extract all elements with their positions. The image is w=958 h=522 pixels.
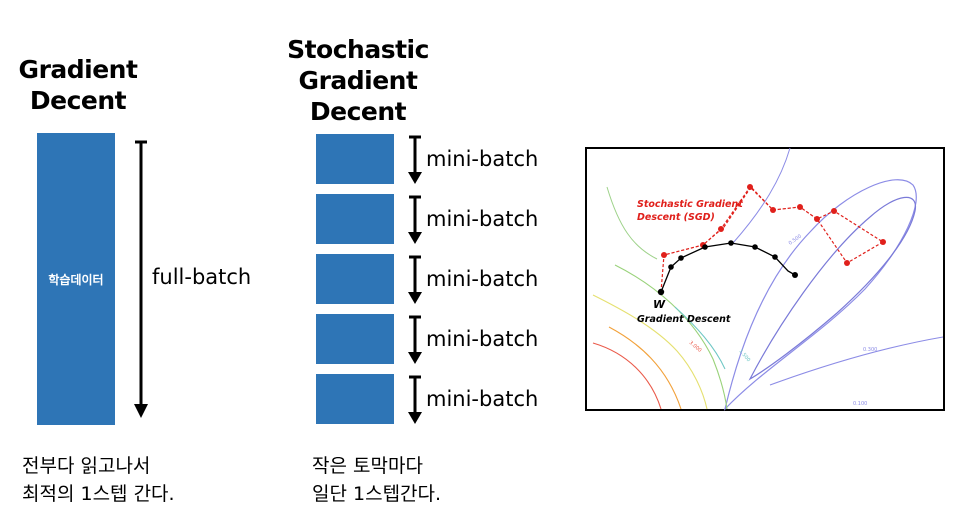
w-label: W [653,298,666,311]
sgd-title-line1: Stochastic [287,35,429,64]
gd-path-points [657,240,798,296]
sgd-caption-line1: 작은 토막마다 [312,455,423,477]
contour-inner-ellipse [748,196,916,381]
sgd-caption-line2: 일단 1스텝간다. [312,483,442,505]
mini-batch-block [316,254,394,304]
contour-yellow-line [592,294,708,410]
contour-tick-text: 0.100 [853,401,867,407]
contour-teal-line [674,306,726,370]
sgd-plot-label-line1: Stochastic Gradient [637,199,743,210]
contour-red-line [592,342,662,410]
sgd-title: Stochastic Gradient Decent [283,34,433,127]
training-data-label: 학습데이터 [48,272,104,287]
gd-title-line2: Decent [29,86,127,115]
mini-batch-block [316,134,394,184]
contour-tick-text: 0.300 [863,347,877,353]
sgd-caption: 작은 토막마다 일단 1스텝간다. [312,452,441,508]
gd-title-line1: Gradient [18,55,138,84]
full-batch-label: full-batch [152,265,252,289]
contour-outer-ellipse [723,179,917,411]
sgd-plot-label-line2: Descent (SGD) [637,212,715,223]
sgd-title-line3: Decent [309,97,407,126]
gd-plot-label: Gradient Descent [637,314,731,325]
contour-orange-line [608,326,682,410]
plot-frame [585,147,945,411]
mini-batch-label: mini-batch [426,327,539,351]
mini-batch-label: mini-batch [426,147,539,171]
mini-batch-arrow [408,375,422,424]
full-batch-arrow [134,140,148,418]
mini-batch-arrow [408,195,422,244]
mini-batch-block [316,374,394,424]
contour-left-line [606,186,658,260]
mini-batch-block [316,314,394,364]
training-data-block: 학습데이터 [37,133,115,425]
sgd-title-line2: Gradient [298,66,418,95]
contour-top-line [732,147,791,244]
sgd-path-points [661,184,886,266]
gd-caption-line1: 전부다 읽고나서 [22,455,151,477]
contour-green-line [614,264,728,410]
mini-batch-label: mini-batch [426,387,539,411]
mini-batch-label: mini-batch [426,207,539,231]
optimization-contour-plot: 0.500 0.300 0.100 3.000 1.500 Stochastic… [585,147,945,411]
mini-batch-arrow [408,315,422,364]
mini-batch-label: mini-batch [426,267,539,291]
mini-batch-arrow [408,135,422,184]
mini-batch-block [316,194,394,244]
gd-caption-line2: 최적의 1스텝 간다. [22,483,175,505]
mini-batch-arrow [408,255,422,304]
gd-title: Gradient Decent [16,54,140,116]
sgd-path [660,186,885,293]
contour-right-line [769,336,944,386]
gd-caption: 전부다 읽고나서 최적의 1스텝 간다. [22,452,175,508]
